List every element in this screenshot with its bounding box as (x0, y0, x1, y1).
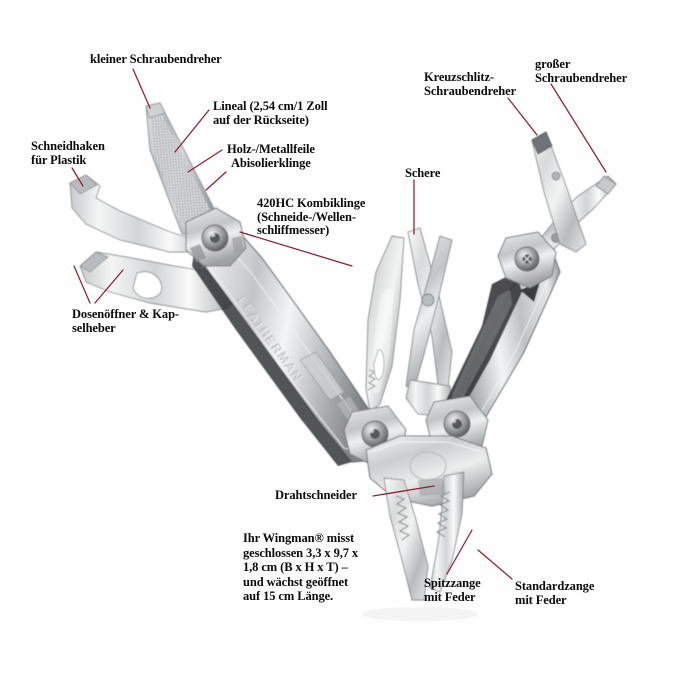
callout-schneidhaken-fuer-plastik: Schneidhaken für Plastik (31, 139, 105, 167)
callout-lineal: Lineal (2,54 cm/1 Zoll auf der Rückseite… (213, 99, 328, 127)
wingman-dimension-note: Ihr Wingman® misst geschlossen 3,3 x 9,7… (243, 531, 359, 603)
callout-schere: Schere (405, 166, 441, 180)
file-ruler-blade (145, 102, 222, 237)
callout-420hc-kombiklinge: 420HC Kombiklinge (Schneide-/Wellen- sch… (257, 196, 366, 237)
left-jaw-serrations (395, 495, 411, 541)
callout-drahtschneider: Drahtschneider (275, 488, 357, 502)
scissors (405, 227, 453, 417)
callout-grosser-schraubendreher: großer Schraubendreher (535, 57, 628, 85)
callout-kreuzschlitz-schraubendreher: Kreuzschlitz- Schraubendreher (424, 70, 517, 98)
plier-head (365, 435, 493, 507)
combo-knife-blade (365, 235, 405, 413)
callout-dosenoeffner-kapselheber: Dosenöffner & Kap- selheber (72, 307, 179, 335)
right-jaw-serrations (435, 491, 451, 538)
callout-holz-metallfeile: Holz-/Metallfeile (227, 142, 315, 156)
callout-abisolierklinge: Abisolierklinge (231, 156, 311, 170)
callout-kleiner-schraubendreher: kleiner Schraubendreher (90, 52, 222, 66)
right-pivot (497, 231, 557, 289)
phillips-screwdriver (531, 131, 587, 253)
callout-spitzzange-mit-feder: Spitzzange mit Feder (424, 576, 481, 604)
callout-standardzange-mit-feder: Standardzange mit Feder (515, 579, 595, 607)
